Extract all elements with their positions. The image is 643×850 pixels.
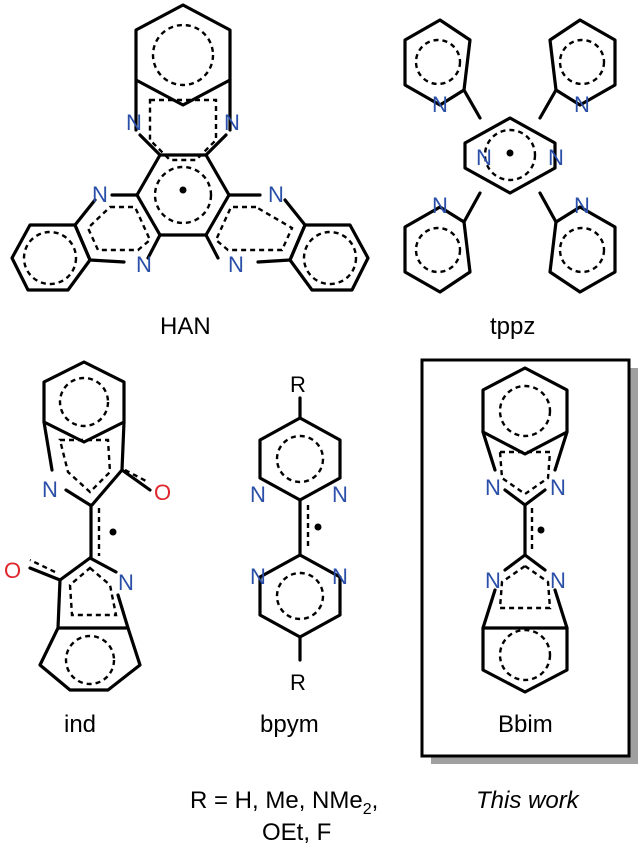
r-substituent: R bbox=[290, 670, 306, 695]
nitrogen-atom: N bbox=[548, 145, 564, 170]
nitrogen-atom: N bbox=[432, 92, 448, 117]
radical-dot bbox=[109, 528, 117, 536]
nitrogen-atom: N bbox=[432, 193, 448, 218]
nitrogen-atom: N bbox=[42, 477, 58, 502]
radical-dot bbox=[537, 526, 545, 534]
nitrogen-atom: N bbox=[250, 482, 266, 507]
nitrogen-atom: N bbox=[574, 193, 590, 218]
nitrogen-atom: N bbox=[126, 110, 142, 135]
bpym-label: bpym bbox=[260, 711, 319, 738]
nitrogen-atom: N bbox=[485, 475, 501, 500]
r-group-note-line1: R = H, Me, NMe2, bbox=[190, 787, 378, 818]
nitrogen-atom: N bbox=[574, 92, 590, 117]
ind-label: ind bbox=[64, 711, 96, 738]
r-group-note-subscript: 2 bbox=[363, 801, 372, 818]
tppz-label: tppz bbox=[490, 313, 535, 340]
nitrogen-atom: N bbox=[485, 568, 501, 593]
nitrogen-atom: N bbox=[550, 568, 566, 593]
nitrogen-atom: N bbox=[118, 570, 134, 595]
oxygen-atom: O bbox=[154, 480, 171, 505]
nitrogen-atom: N bbox=[228, 252, 244, 277]
nitrogen-atom: N bbox=[476, 145, 492, 170]
nitrogen-atom: N bbox=[224, 110, 240, 135]
bbim-structure: N N N N bbox=[481, 366, 569, 694]
han-structure: N N N N N N bbox=[10, 3, 370, 292]
nitrogen-atom: N bbox=[268, 182, 284, 207]
nitrogen-atom: N bbox=[250, 564, 266, 589]
radical-dot bbox=[179, 186, 187, 194]
this-work-note: This work bbox=[476, 787, 581, 814]
nitrogen-atom: N bbox=[550, 475, 566, 500]
bbim-label: Bbim bbox=[498, 711, 553, 738]
tppz-structure: N N N N N N bbox=[403, 18, 617, 294]
nitrogen-atom: N bbox=[136, 252, 152, 277]
nitrogen-atom: N bbox=[92, 182, 108, 207]
radical-dot bbox=[314, 523, 322, 531]
nitrogen-atom: N bbox=[332, 482, 348, 507]
highlight-box bbox=[420, 358, 631, 758]
han-label: HAN bbox=[160, 313, 211, 340]
r-group-note-text: R = H, Me, NMe bbox=[190, 787, 363, 814]
oxygen-atom: O bbox=[4, 558, 21, 583]
r-group-note-line2: OEt, F bbox=[262, 819, 331, 846]
r-group-note-suffix: , bbox=[372, 787, 379, 814]
r-substituent: R bbox=[290, 372, 306, 397]
radical-dot bbox=[506, 149, 514, 157]
ind-structure: N O O N bbox=[4, 360, 171, 692]
nitrogen-atom: N bbox=[332, 564, 348, 589]
bpym-structure: R N N N N R bbox=[250, 372, 348, 695]
